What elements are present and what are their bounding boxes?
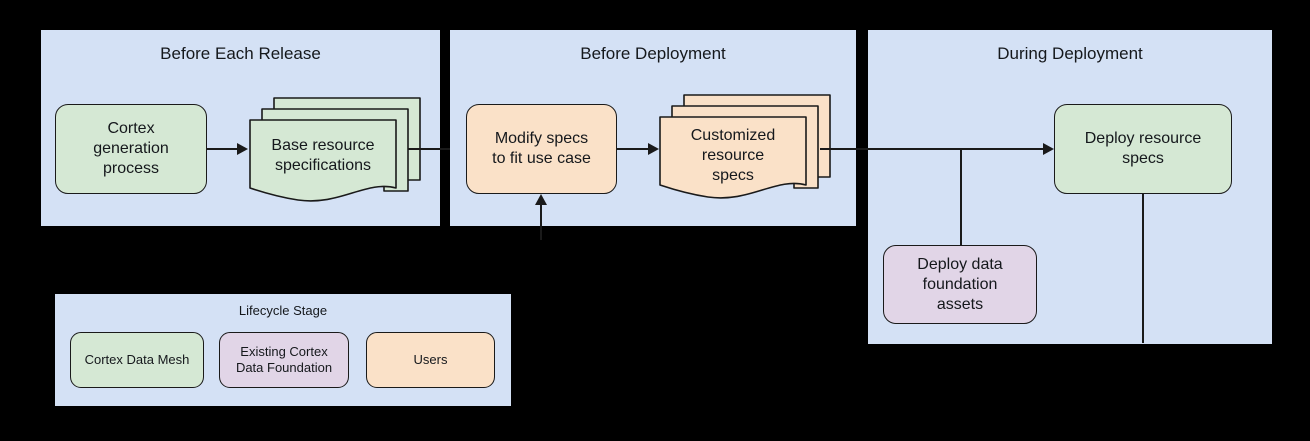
panel-title-before-deployment: Before Deployment <box>580 44 726 63</box>
node-deploy-data-foundation-assets[interactable]: Deploy data foundation assets <box>883 245 1037 324</box>
node-label: Base resource specifications <box>271 137 375 174</box>
connector-cortex-to-base-specs <box>207 148 239 150</box>
node-customized-resource-specs[interactable]: Customized resource specs <box>658 85 838 207</box>
node-deploy-resource-specs[interactable]: Deploy resource specs <box>1054 104 1232 194</box>
node-label: Cortex generation process <box>93 120 169 177</box>
legend-item-cortex-data-mesh[interactable]: Cortex Data Mesh <box>70 332 204 388</box>
connector-customized-to-deploy-specs-overlay <box>820 148 1047 150</box>
node-label: Deploy data foundation assets <box>917 255 1003 313</box>
legend-item-label: Existing Cortex Data Foundation <box>235 343 333 375</box>
connector-foundation-assets-to-main-line <box>960 148 963 245</box>
panel-title-before-each-release: Before Each Release <box>160 44 321 63</box>
connector-users-to-modify-specs <box>540 200 543 240</box>
legend-item-label: Users <box>413 351 448 367</box>
legend-item-existing-cortex-data-foundation[interactable]: Existing Cortex Data Foundation <box>219 332 349 388</box>
panel-title-during-deployment: During Deployment <box>997 44 1143 63</box>
arrowhead-to-deploy-resource-specs-overlay <box>1043 142 1054 155</box>
arrowhead-to-modify-specs-bottom <box>535 194 547 205</box>
node-modify-specs-to-fit-use-case[interactable]: Modify specs to fit use case <box>466 104 617 194</box>
node-base-resource-specifications[interactable]: Base resource specifications <box>248 88 428 206</box>
node-label: Deploy resource specs <box>1084 130 1202 167</box>
arrowhead-to-customized-specs <box>648 142 659 155</box>
legend-title: Lifecycle Stage <box>238 303 328 318</box>
node-label: Modify specs to fit use case <box>492 130 591 167</box>
legend-item-users[interactable]: Users <box>366 332 495 388</box>
document-stack-icon <box>249 97 421 202</box>
connector-base-specs-to-modify-specs <box>408 148 456 150</box>
arrowhead-to-base-specs <box>237 142 248 155</box>
node-label: Customized resource specs <box>690 127 776 184</box>
connector-modify-to-customized <box>617 148 649 150</box>
document-stack-icon <box>659 94 831 199</box>
legend-item-label: Cortex Data Mesh <box>84 351 190 367</box>
node-cortex-generation-process[interactable]: Cortex generation process <box>55 104 207 194</box>
connector-deploy-specs-downward <box>1142 194 1145 343</box>
